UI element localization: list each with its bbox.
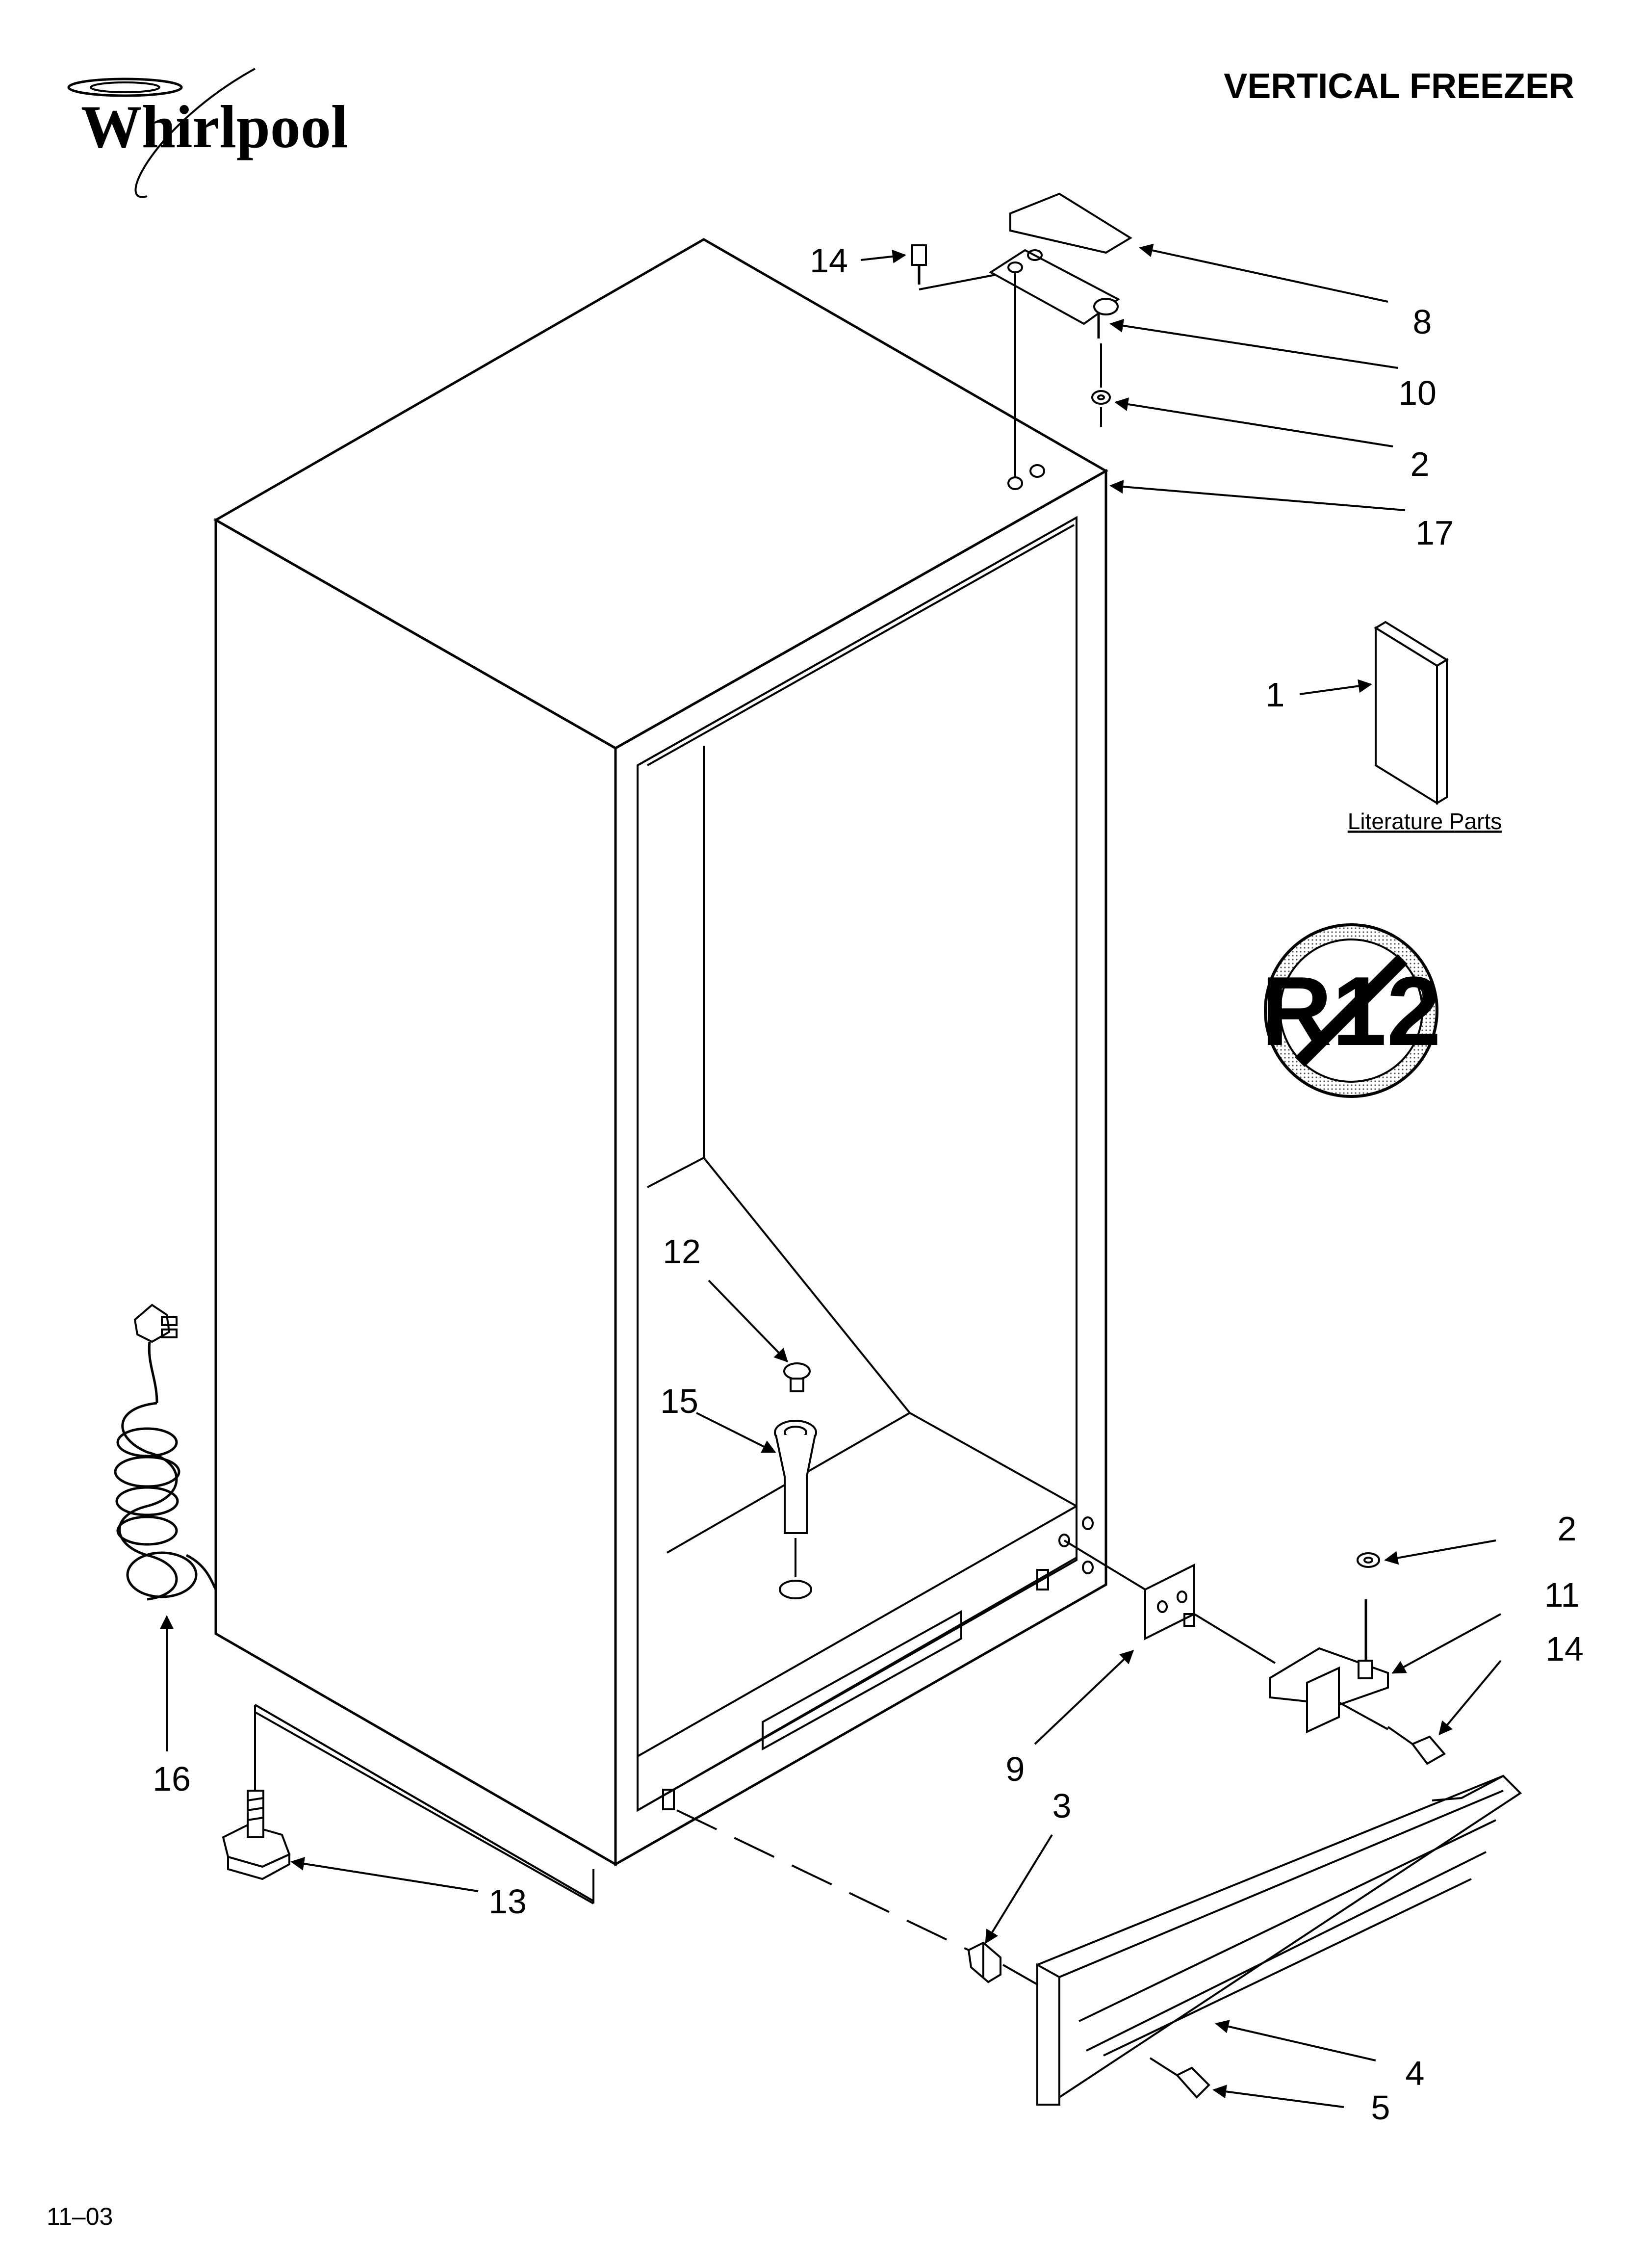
leader-lines (160, 243, 1502, 2108)
callout-11: 11 (1544, 1576, 1580, 1614)
callout-12: 12 (663, 1232, 701, 1271)
brand-wordmark: Whirlpool (81, 93, 348, 160)
screw-top (911, 244, 927, 266)
date-code: 11–03 (47, 2203, 113, 2230)
power-cord (114, 1303, 217, 1601)
hinge-shim (1144, 1563, 1195, 1641)
callout-3: 3 (1052, 1787, 1072, 1825)
base-grille (676, 1774, 1522, 2106)
hinge-cover (1009, 192, 1132, 254)
callout-13: 13 (488, 1882, 527, 1921)
grille-clip (967, 1941, 1001, 1983)
callout-8: 8 (1413, 303, 1432, 341)
literature-parts: Literature Parts (1348, 621, 1502, 834)
bottom-hinge-assembly (1063, 1539, 1446, 1765)
callout-1: 1 (1266, 676, 1285, 714)
callout-4: 4 (1406, 2054, 1425, 2092)
callout-15: 15 (660, 1382, 698, 1420)
callout-16: 16 (153, 1760, 191, 1798)
callout-9: 9 (1006, 1750, 1025, 1788)
callout-17: 17 (1415, 514, 1454, 552)
toe-grille (1036, 1774, 1522, 2106)
callout-2-bottom: 2 (1558, 1510, 1577, 1548)
callout-10: 10 (1398, 374, 1437, 412)
top-hinge-assembly (911, 192, 1132, 478)
drain-assembly (774, 1362, 817, 1599)
literature-parts-label: Literature Parts (1348, 808, 1502, 834)
freezer-cabinet (213, 238, 1109, 1904)
callout-5: 5 (1371, 2088, 1390, 2127)
callout-14-top: 14 (810, 241, 848, 280)
no-r12-badge: R12 (1261, 923, 1441, 1098)
page-title: VERTICAL FREEZER (1224, 67, 1574, 106)
washer-top (1091, 390, 1111, 405)
grille-screw (1175, 2066, 1210, 2099)
callout-14-bottom: 14 (1545, 1630, 1584, 1668)
washer-bottom (1357, 1552, 1380, 1568)
callout-2-top: 2 (1411, 445, 1430, 483)
screw-bottom (1411, 1735, 1446, 1765)
drain-plug (783, 1362, 811, 1380)
leveling-leg (222, 1707, 291, 1880)
whirlpool-logo: Whirlpool (67, 68, 348, 198)
callout-numbers: 14 8 10 2 17 1 12 15 2 11 14 9 3 16 13 4… (153, 241, 1584, 2127)
